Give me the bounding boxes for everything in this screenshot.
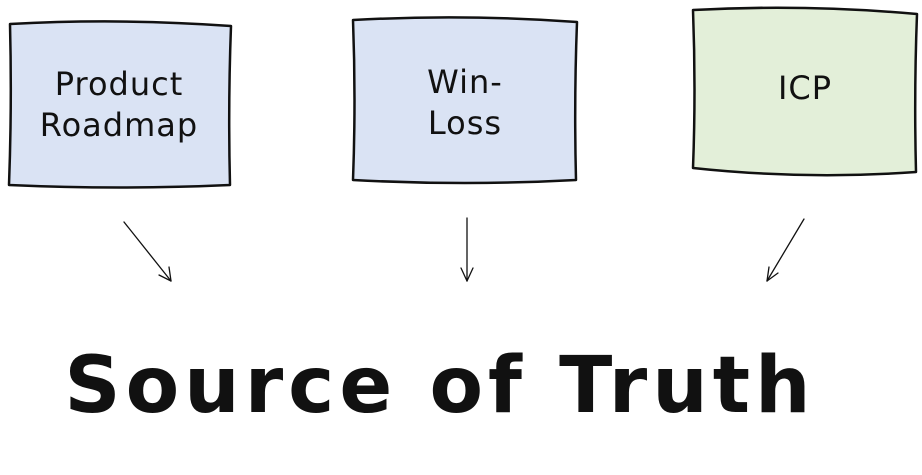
box-product-roadmap <box>7 20 233 189</box>
box-label-line: Win- <box>427 63 503 101</box>
box-label-product-roadmap: Product Roadmap <box>10 28 228 182</box>
box-label-line: ICP <box>777 68 833 107</box>
box-label-line: Roadmap <box>39 106 199 144</box>
arrow-right <box>766 218 805 282</box>
box-label-icp: ICP <box>694 14 916 162</box>
box-label-win-loss: Win- Loss <box>354 24 576 182</box>
arrow-middle <box>460 217 474 282</box>
box-label-line: Loss <box>427 104 503 142</box>
box-icp <box>691 6 919 177</box>
arrow-left <box>123 221 172 282</box>
box-win-loss <box>351 16 579 185</box>
box-label-line: Product <box>54 65 184 103</box>
diagram-title: Source of Truth <box>64 341 816 431</box>
